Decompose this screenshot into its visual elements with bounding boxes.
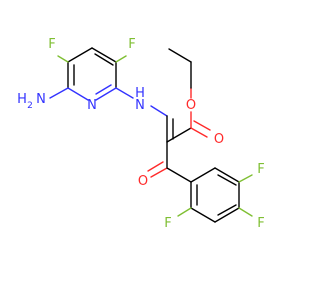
- bond-ethyl-end: [168, 48, 192, 63]
- bond-ar-c6-c5: [214, 167, 240, 183]
- atom-f-aryl-para: F: [257, 216, 264, 231]
- bond-ar-f-meta: [238, 174, 253, 183]
- bond-c5-f: [57, 55, 69, 63]
- bond-c6-nh2: [49, 87, 69, 99]
- atom-amino-n: N: [36, 92, 46, 107]
- atom-ester-carbonyl-o: O: [214, 132, 224, 147]
- aryl-substituents: [177, 174, 253, 217]
- enamine-chain: [150, 105, 174, 143]
- molecule-diagram: F F H 2 N N H N O O O F F F: [17, 37, 265, 231]
- aryl-ring: [190, 167, 240, 223]
- bond-pyr-n-c6: [67, 87, 89, 101]
- bond-carbonyl-o: [190, 127, 208, 138]
- pyridine-ring: [67, 47, 117, 101]
- bond-ketone-aryl: [166, 167, 192, 183]
- atom-ketone-o: O: [138, 174, 148, 189]
- bond-ar-c3-c2: [190, 207, 216, 223]
- atom-f-pyridine-right: F: [128, 37, 135, 52]
- bond-ar-c4-c3-double: [217, 204, 237, 216]
- bond-pyr-c4-c3: [91, 47, 117, 63]
- pyridine-substituents: [49, 55, 134, 99]
- atom-f-pyridine-left: F: [48, 37, 55, 52]
- bond-ar-c6-c5-double: [217, 174, 237, 186]
- atom-ester-o: O: [186, 98, 196, 113]
- bond-c-carbonyl: [166, 127, 192, 143]
- bond-ar-c4-c3: [214, 207, 240, 223]
- bond-pyr-c2-n-double: [95, 84, 112, 95]
- atom-amine-h: H: [135, 86, 145, 101]
- bond-ar-c1-c6: [190, 167, 216, 183]
- bond-c3-f: [115, 55, 127, 63]
- bond-ar-f-para: [238, 207, 253, 217]
- atom-f-aryl-meta: F: [257, 162, 264, 177]
- bond-pyr-c5-c4: [67, 47, 93, 63]
- bond-ketone-o-double: [147, 161, 164, 172]
- atom-amino-h: H: [17, 92, 27, 107]
- bond-ketone-o: [150, 167, 168, 178]
- bond-nh-ch: [150, 105, 168, 117]
- ketone-group: [147, 141, 192, 183]
- ester-group: [166, 48, 211, 143]
- atom-f-aryl-ortho: F: [164, 216, 171, 231]
- bond-pyr-c2-n: [95, 87, 117, 101]
- bond-c2-nh: [115, 87, 134, 99]
- atom-pyridine-n: N: [87, 98, 97, 113]
- atom-amine-n: N: [135, 98, 145, 113]
- bond-pyr-c4-c3-double: [94, 53, 114, 66]
- bond-carbonyl-o-double: [193, 120, 211, 131]
- atom-amino-h-subscript: 2: [27, 101, 33, 111]
- bond-ar-f-ortho: [177, 207, 192, 217]
- structure-canvas: F F H 2 N N H N O O O F F F: [17, 37, 265, 231]
